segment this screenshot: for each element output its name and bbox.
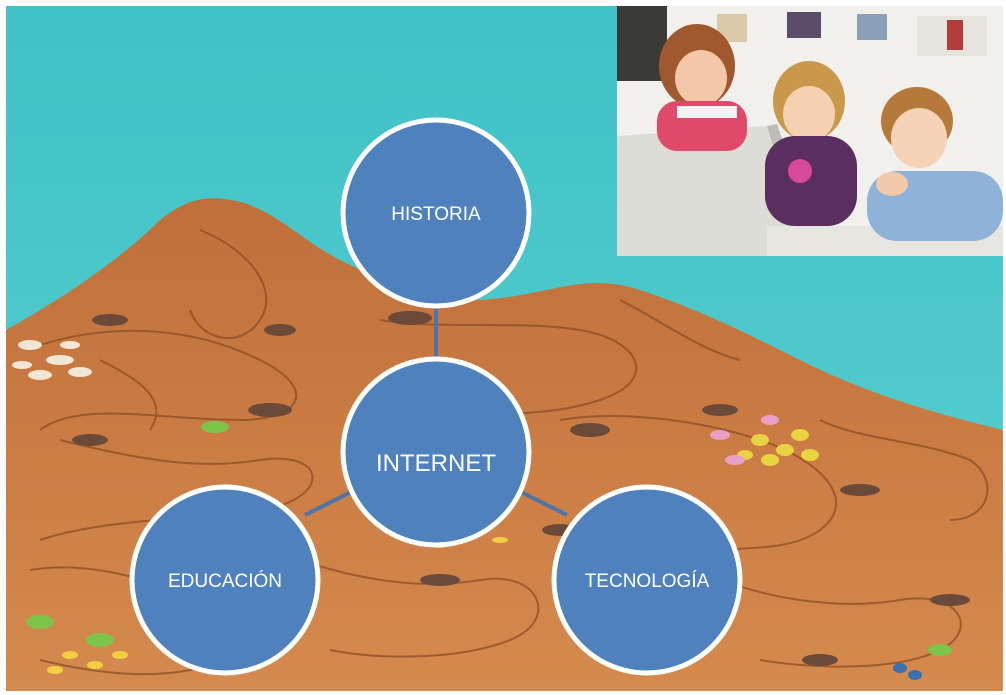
tunnels xyxy=(29,229,989,676)
node-historia[interactable]: HISTORIA xyxy=(340,117,532,309)
food-piles xyxy=(12,340,952,680)
ants xyxy=(72,311,970,666)
node-internet[interactable]: INTERNET xyxy=(340,356,532,548)
connector-tecnologia xyxy=(514,487,568,517)
node-historia-label: HISTORIA xyxy=(391,204,481,225)
connector-educacion xyxy=(304,487,358,517)
node-educacion-label: EDUCACIÓN xyxy=(168,570,282,592)
children-at-computer-photo xyxy=(617,6,1003,256)
node-tecnologia-label: TECNOLOGÍA xyxy=(585,571,710,592)
node-educacion[interactable]: EDUCACIÓN xyxy=(129,484,321,676)
node-tecnologia[interactable]: TECNOLOGÍA xyxy=(551,484,743,676)
node-internet-label: INTERNET xyxy=(376,450,496,477)
